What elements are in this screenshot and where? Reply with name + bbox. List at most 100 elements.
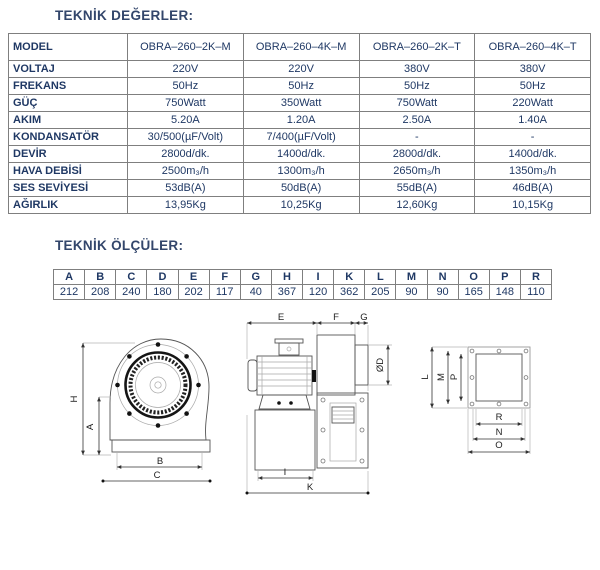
side-plate: [254, 409, 316, 471]
dimension-M: M: [436, 351, 450, 404]
cell-value: 2800d/dk.: [127, 145, 244, 163]
dimension-P: P: [449, 354, 463, 401]
dim-value: 212: [52, 284, 86, 300]
row-label: HAVA DEBİSİ: [8, 162, 128, 180]
dimension-A: A: [85, 396, 111, 455]
cell-value: 30/500(µF/Volt): [127, 128, 244, 146]
svg-text:E: E: [278, 312, 284, 323]
dim-value: 40: [239, 284, 272, 300]
cell-value: 380V: [474, 60, 591, 78]
dimensions-table: A B C D E F G H I K L M N O P R 212 208 …: [52, 269, 553, 300]
cell-value: 220V: [242, 60, 360, 78]
dim-letter: K: [333, 269, 366, 285]
dimension-E-F-G: E F G: [246, 312, 369, 391]
cell-value: 50Hz: [358, 77, 476, 95]
svg-text:M: M: [436, 373, 447, 381]
outlet-flange-plate: [316, 392, 369, 469]
table-row-weight: AĞIRLIK 13,95Kg 10,25Kg 12,60Kg 10,15Kg: [8, 196, 591, 214]
table-row-voltage: VOLTAJ 220V 220V 380V 380V: [8, 60, 591, 78]
row-label: DEVİR: [8, 145, 128, 163]
dim-letter: G: [239, 269, 272, 285]
table-row-current: AKIM 5.20A 1.20A 2.50A 1.40A: [8, 111, 591, 129]
cell-value: 380V: [358, 60, 476, 78]
dimension-B: B: [116, 453, 203, 470]
svg-text:C: C: [154, 470, 161, 481]
dim-letter: M: [395, 269, 428, 285]
dim-value: 202: [177, 284, 210, 300]
values-table: MODEL OBRA–260–2K–M OBRA–260–4K–M OBRA–2…: [8, 33, 591, 214]
table-row-capacitor: KONDANSATÖR 30/500(µF/Volt) 7/400(µF/Vol…: [8, 128, 591, 146]
column-header-model-4k-m: OBRA–260–4K–M: [242, 33, 360, 61]
values-table-header-row: MODEL OBRA–260–2K–M OBRA–260–4K–M OBRA–2…: [8, 33, 591, 61]
svg-text:A: A: [85, 423, 96, 430]
dimension-N: N: [473, 427, 525, 441]
table-row-power: GÜÇ 750Watt 350Watt 750Watt 220Watt: [8, 94, 591, 112]
cell-value: 750Watt: [358, 94, 476, 112]
row-label: FREKANS: [8, 77, 128, 95]
dim-letter: H: [270, 269, 304, 285]
column-header-model-2k-m: OBRA–260–2K–M: [127, 33, 244, 61]
cell-value: -: [358, 128, 476, 146]
table-row-noise: SES SEVİYESİ 53dB(A) 50dB(A) 55dB(A) 46d…: [8, 179, 591, 197]
fan-inlet-ring: [115, 342, 201, 428]
cell-value: 350Watt: [242, 94, 360, 112]
svg-text:O: O: [495, 440, 502, 451]
svg-text:G: G: [360, 312, 367, 323]
cell-value: 50Hz: [474, 77, 591, 95]
cell-value: 220Watt: [474, 94, 591, 112]
side-view-drawing: E F G: [245, 312, 392, 495]
cell-value: 10,25Kg: [242, 196, 360, 214]
front-view-drawing: H A B C: [69, 338, 212, 483]
row-label: KONDANSATÖR: [8, 128, 128, 146]
dim-value: 90: [426, 284, 459, 300]
cell-value: -: [474, 128, 591, 146]
outlet-duct: [354, 344, 369, 386]
cell-value: 1300m₃/h: [242, 162, 360, 180]
cell-value: 10,15Kg: [474, 196, 591, 214]
cell-value: 50dB(A): [242, 179, 360, 197]
section-title-technical-values: TEKNİK DEĞERLER:: [55, 8, 194, 23]
svg-text:R: R: [496, 412, 503, 423]
dim-letter: L: [364, 269, 397, 285]
dim-letter: I: [301, 269, 335, 285]
dim-value: 180: [146, 284, 179, 300]
svg-text:F: F: [333, 312, 339, 323]
row-label: VOLTAJ: [8, 60, 128, 78]
cell-value: 750Watt: [127, 94, 244, 112]
cell-value: 2650m₃/h: [358, 162, 476, 180]
motor-assembly: [247, 338, 316, 410]
dimensions-value-row: 212 208 240 180 202 117 40 367 120 362 2…: [52, 284, 553, 300]
column-header-model: MODEL: [8, 33, 128, 61]
svg-text:I: I: [284, 467, 287, 478]
dim-value: 205: [364, 284, 397, 300]
column-header-model-2k-t: OBRA–260–2K–T: [358, 33, 476, 61]
row-label: AKIM: [8, 111, 128, 129]
cell-value: 13,95Kg: [127, 196, 244, 214]
dim-letter: A: [52, 269, 86, 285]
dim-letter: B: [84, 269, 117, 285]
inlet-bolt-dots: [115, 342, 201, 428]
svg-text:L: L: [420, 374, 431, 379]
row-label: SES SEVİYESİ: [8, 179, 128, 197]
dimension-L: L: [420, 346, 467, 409]
cell-value: 2500m₃/h: [127, 162, 244, 180]
cell-value: 1400d/dk.: [474, 145, 591, 163]
dim-value: 240: [115, 284, 148, 300]
dim-letter: F: [208, 269, 241, 285]
cell-value: 12,60Kg: [358, 196, 476, 214]
dimension-C: C: [101, 470, 212, 483]
svg-text:H: H: [69, 395, 80, 402]
dimension-H: H: [69, 342, 135, 456]
volute-body: [316, 334, 356, 396]
dimension-O: O: [468, 440, 530, 454]
dim-letter: D: [146, 269, 179, 285]
svg-text:B: B: [157, 456, 163, 467]
cell-value: 5.20A: [127, 111, 244, 129]
dim-value: 165: [457, 284, 490, 300]
column-header-model-4k-t: OBRA–260–4K–T: [474, 33, 591, 61]
dim-letter: R: [519, 269, 553, 285]
dim-value: 208: [84, 284, 117, 300]
cell-value: 1350m₃/h: [474, 162, 591, 180]
svg-text:P: P: [449, 374, 460, 380]
dim-value: 362: [333, 284, 366, 300]
